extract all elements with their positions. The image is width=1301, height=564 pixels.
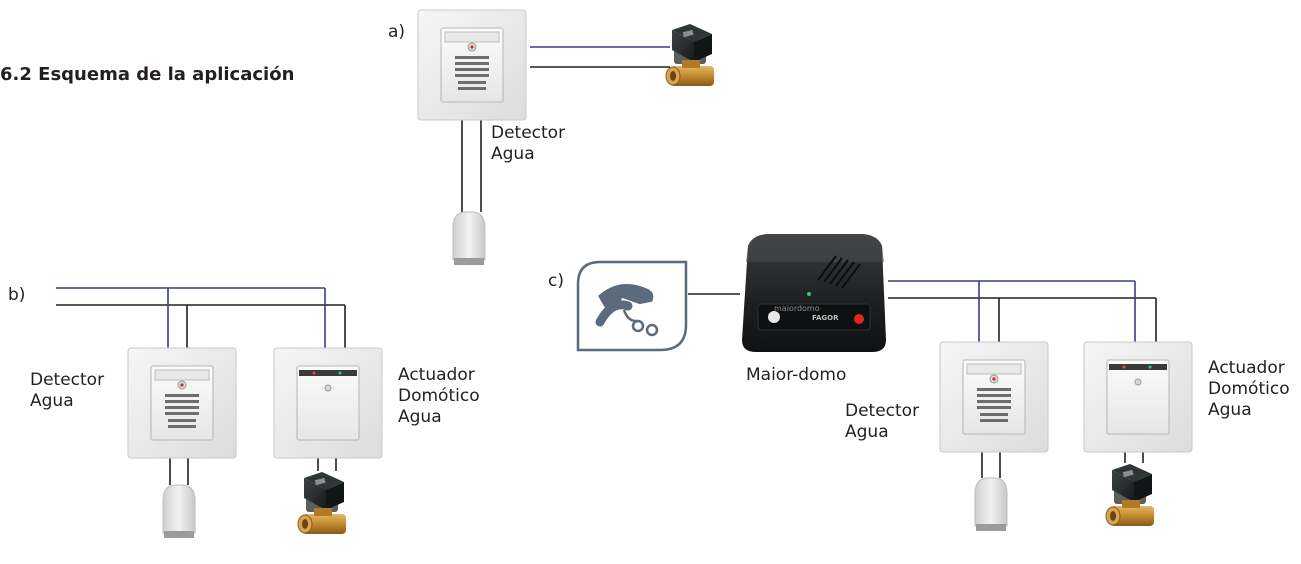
water-sensor-probe (974, 477, 1008, 532)
water-detector (417, 9, 527, 121)
panel-a-detector-label: Detector Agua (491, 123, 566, 164)
phone-icon (576, 260, 688, 352)
panel-c-detector-label: Detector Agua (845, 401, 920, 442)
panel-c-hub-label: Maior-domo (746, 365, 847, 385)
solenoid-valve (665, 23, 715, 87)
water-sensor-probe (162, 484, 196, 539)
solenoid-valve (1105, 463, 1155, 527)
domotic-actuator (273, 347, 383, 459)
water-detector (127, 347, 237, 459)
section-title: 6.2 Esquema de la aplicación (0, 64, 295, 85)
water-detector (939, 341, 1049, 453)
hub-brand-text: maiordomo (774, 304, 820, 313)
hub-maker-text: FAGOR (812, 314, 839, 322)
panel-c-tag: c) (548, 271, 564, 291)
panel-a-wires (461, 46, 670, 212)
panel-c-wires (688, 280, 1157, 478)
domotic-actuator (1083, 341, 1193, 453)
solenoid-valve (297, 471, 347, 535)
panel-b-actuator-label: Actuador Domótico Agua (398, 365, 480, 427)
maiordomo-hub (742, 234, 886, 352)
panel-b-wires (56, 287, 346, 485)
panel-c-actuator-label: Actuador Domótico Agua (1208, 358, 1290, 420)
panel-b-tag: b) (8, 285, 26, 305)
water-sensor-probe (452, 211, 486, 266)
panel-b-detector-label: Detector Agua (30, 370, 105, 411)
panel-a-tag: a) (388, 22, 406, 42)
